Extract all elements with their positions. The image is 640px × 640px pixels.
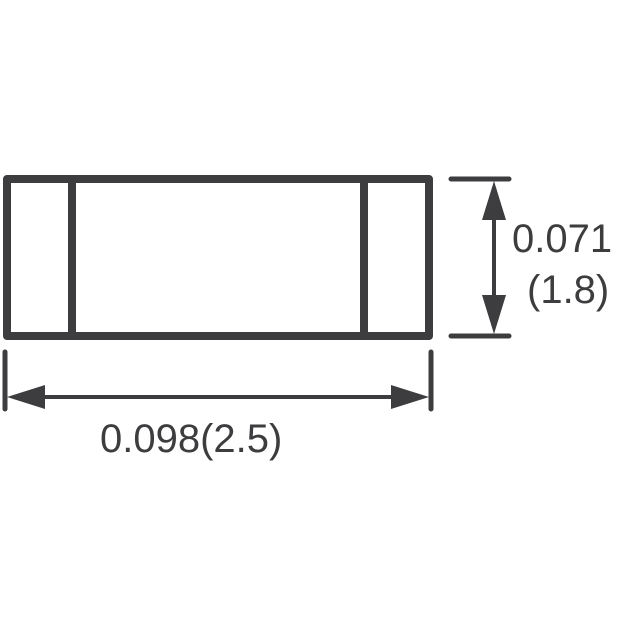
- width-label: 0.098(2.5): [100, 417, 282, 461]
- height-dimension: 0.071 (1.8): [448, 176, 612, 339]
- arrow-up-icon: [482, 181, 506, 220]
- arrow-right-icon: [391, 385, 429, 409]
- arrow-down-icon: [482, 295, 506, 334]
- height-mm-label: (1.8): [527, 268, 609, 312]
- arrow-left-icon: [7, 385, 45, 409]
- height-inches-label: 0.071: [512, 217, 612, 261]
- width-dimension: 0.098(2.5): [2, 349, 434, 461]
- component-body: [3, 175, 433, 340]
